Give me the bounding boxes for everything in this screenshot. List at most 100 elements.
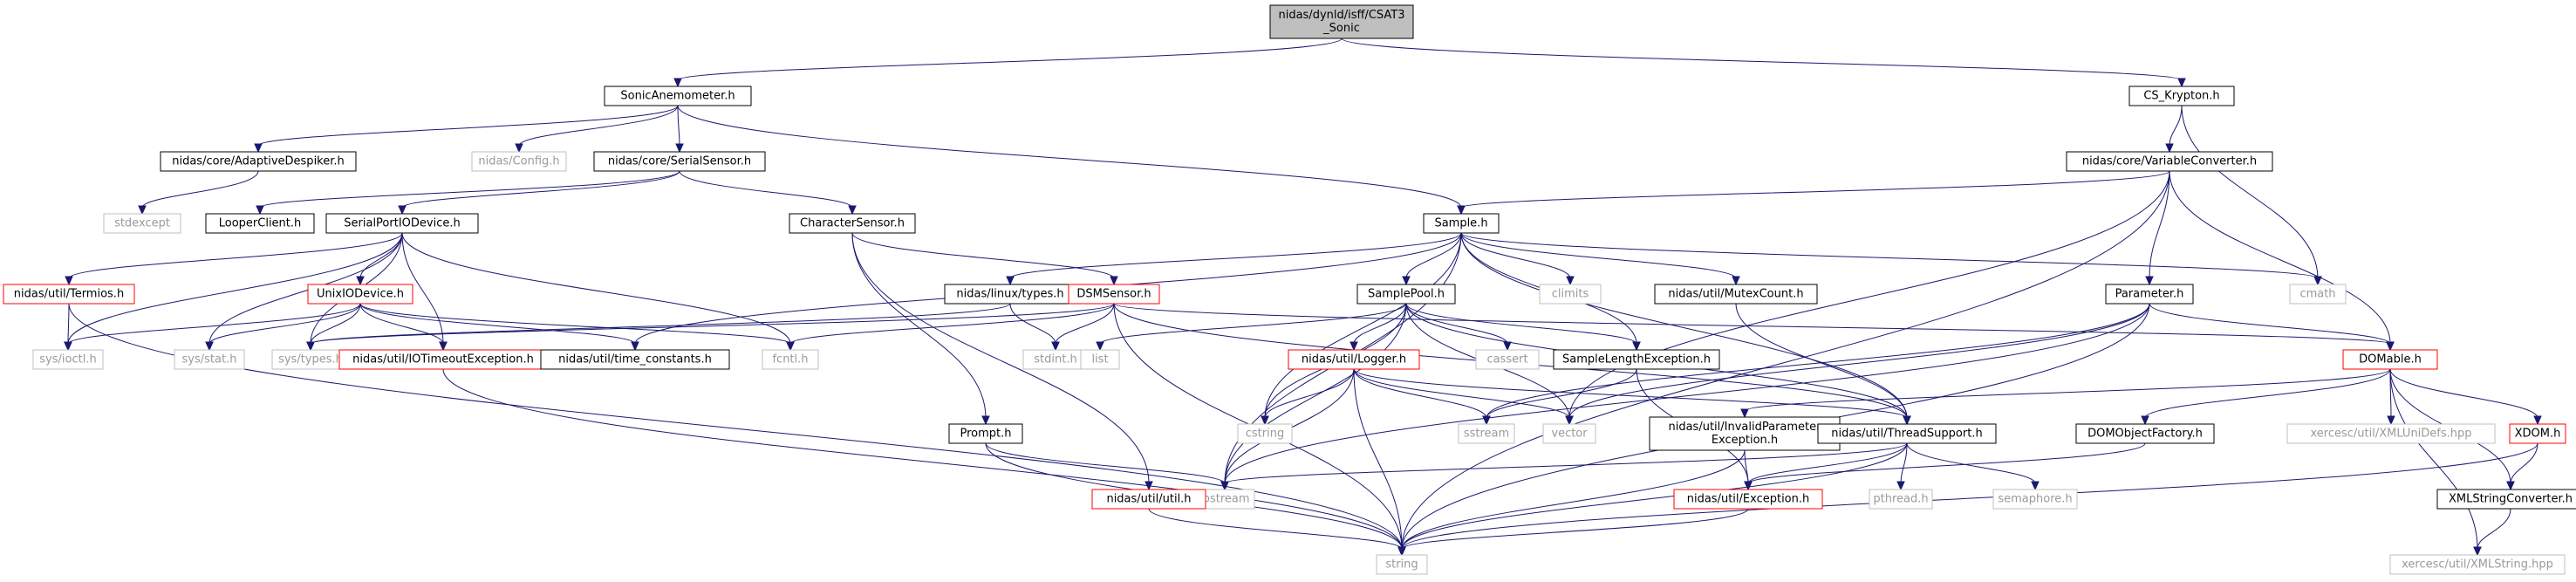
node-string[interactable]: string: [1376, 554, 1428, 575]
node-box: [160, 151, 357, 172]
node-box: [2289, 284, 2347, 305]
node-box: [32, 349, 104, 370]
node-label: sys/stat.h: [182, 353, 237, 366]
node-label: DOMObjectFactory.h: [2087, 428, 2203, 441]
node-sample[interactable]: Sample.h: [1423, 213, 1500, 234]
node-varconv[interactable]: nidas/core/VariableConverter.h: [2066, 151, 2273, 172]
node-iotimeout[interactable]: nidas/util/IOTimeoutException.h: [338, 349, 548, 370]
node-domfactory[interactable]: DOMObjectFactory.h: [2075, 423, 2215, 444]
edge-domfactory-to-exception: [1744, 442, 2146, 491]
edge-line: [1353, 368, 1908, 419]
edge-line: [1264, 368, 1355, 419]
edge-line: [1486, 368, 1637, 419]
node-exception[interactable]: nidas/util/Exception.h: [1673, 489, 1823, 510]
nodes-layer: nidas/dynld/isff/CSAT3_SonicSonicAnemome…: [3, 4, 2576, 575]
edge-arrowhead: [2145, 276, 2154, 286]
node-unixio[interactable]: UnixIODevice.h: [307, 284, 413, 305]
node-looper[interactable]: LooperClient.h: [205, 213, 315, 234]
edge-line: [518, 105, 679, 147]
edge-xmlstrconv-to-xmlstring: [2473, 508, 2511, 557]
node-sysstat[interactable]: sys/stat.h: [174, 349, 245, 370]
node-config[interactable]: nidas/Config.h: [471, 151, 567, 172]
node-dsmsensor[interactable]: DSMSensor.h: [1068, 284, 1160, 305]
node-sysioctl[interactable]: sys/ioctl.h: [32, 349, 104, 370]
node-iostream[interactable]: iostream: [1194, 489, 1255, 510]
node-xmlstrconv[interactable]: XMLStringConverter.h: [2436, 489, 2576, 510]
edge-serialsensor-to-serialport: [398, 170, 680, 216]
node-xmlunidefs[interactable]: xercesc/util/XMLUniDefs.hpp: [2286, 423, 2496, 444]
node-timeconst[interactable]: nidas/util/time_constants.h: [540, 349, 730, 370]
edge-arrowhead: [2313, 276, 2322, 286]
node-pthread[interactable]: pthread.h: [1869, 489, 1933, 510]
node-despiker[interactable]: nidas/core/AdaptiveDespiker.h: [160, 151, 357, 172]
node-stdexcept[interactable]: stdexcept: [103, 213, 181, 234]
edge-line: [359, 303, 791, 345]
edge-arrowhead: [1261, 415, 1269, 426]
edge-arrowhead: [1740, 408, 1749, 419]
node-samplepool[interactable]: SamplePool.h: [1356, 284, 1456, 305]
node-fcntl[interactable]: fcntl.h: [762, 349, 819, 370]
node-charsensor[interactable]: CharacterSensor.h: [789, 213, 916, 234]
node-label: cstring: [1246, 428, 1284, 441]
edge-line: [68, 232, 403, 279]
node-mutexcount[interactable]: nidas/util/MutexCount.h: [1654, 284, 1818, 305]
node-semaphore[interactable]: semaphore.h: [1992, 489, 2078, 510]
edge-line: [1353, 303, 1407, 345]
node-xdom[interactable]: XDOM.h: [2509, 423, 2566, 444]
node-root[interactable]: nidas/dynld/isff/CSAT3_Sonic: [1269, 4, 1414, 39]
edge-charsensor-to-util: [851, 232, 1153, 491]
edge-unixio-to-iotimeout: [359, 303, 448, 352]
node-linuxtypes[interactable]: nidas/linux/types.h: [944, 284, 1076, 305]
node-samplelenexc[interactable]: SampleLengthException.h: [1553, 349, 1720, 370]
edge-serialport-to-termios: [65, 232, 403, 286]
node-vector[interactable]: vector: [1542, 423, 1596, 444]
edge-varconv-to-parameter: [2145, 170, 2170, 286]
edge-line: [1405, 303, 1508, 345]
edge-xdom-to-string: [1397, 442, 2538, 557]
edge-line: [789, 303, 1115, 345]
edge-sonic-to-sample: [677, 105, 1466, 216]
node-cassert[interactable]: cassert: [1475, 349, 1540, 370]
node-util[interactable]: nidas/util/util.h: [1091, 489, 1206, 510]
node-sstream[interactable]: sstream: [1458, 423, 1515, 444]
node-box: [540, 349, 730, 370]
edge-line: [1747, 442, 2146, 484]
edge-line: [2169, 105, 2183, 147]
node-parameter[interactable]: Parameter.h: [2105, 284, 2194, 305]
node-cmath[interactable]: cmath: [2289, 284, 2347, 305]
edge-root-to-sonic: [673, 38, 1343, 88]
node-serialport[interactable]: SerialPortIODevice.h: [325, 213, 479, 234]
node-list[interactable]: list: [1080, 349, 1120, 370]
edge-line: [310, 303, 1115, 345]
node-box: [593, 151, 766, 172]
node-label: nidas/util/util.h: [1106, 493, 1191, 506]
node-label: LooperClient.h: [219, 217, 302, 230]
node-stdint[interactable]: stdint.h: [1022, 349, 1089, 370]
node-sonic[interactable]: SonicAnemometer.h: [604, 86, 752, 106]
node-box: [2436, 489, 2576, 510]
node-label: sys/ioctl.h: [39, 353, 96, 366]
edge-logger-to-cstring: [1261, 368, 1355, 426]
node-domable[interactable]: DOMable.h: [2342, 349, 2438, 370]
node-serialsensor[interactable]: nidas/core/SerialSensor.h: [593, 151, 766, 172]
edge-line: [2477, 508, 2511, 550]
node-termios[interactable]: nidas/util/Termios.h: [3, 284, 135, 305]
node-climits[interactable]: climits: [1539, 284, 1602, 305]
node-cstring[interactable]: cstring: [1237, 423, 1293, 444]
edge-sonic-to-despiker: [254, 105, 679, 154]
edge-line: [67, 303, 361, 345]
node-xmlstring[interactable]: xercesc/util/XMLString.hpp: [2389, 554, 2566, 575]
edge-arrowhead: [254, 143, 263, 154]
edge-line: [677, 38, 1343, 81]
node-krypton[interactable]: CS_Krypton.h: [2128, 86, 2235, 106]
node-threadsupport[interactable]: nidas/util/ThreadSupport.h: [1817, 423, 1997, 444]
edge-arrowhead: [1110, 276, 1118, 286]
node-label: stdint.h: [1034, 353, 1076, 366]
node-systypes[interactable]: sys/types.h: [271, 349, 350, 370]
node-logger[interactable]: nidas/util/Logger.h: [1288, 349, 1420, 370]
node-box: [307, 284, 413, 305]
edge-line: [310, 303, 361, 345]
node-prompt[interactable]: Prompt.h: [948, 423, 1023, 444]
node-box: [2509, 423, 2566, 444]
